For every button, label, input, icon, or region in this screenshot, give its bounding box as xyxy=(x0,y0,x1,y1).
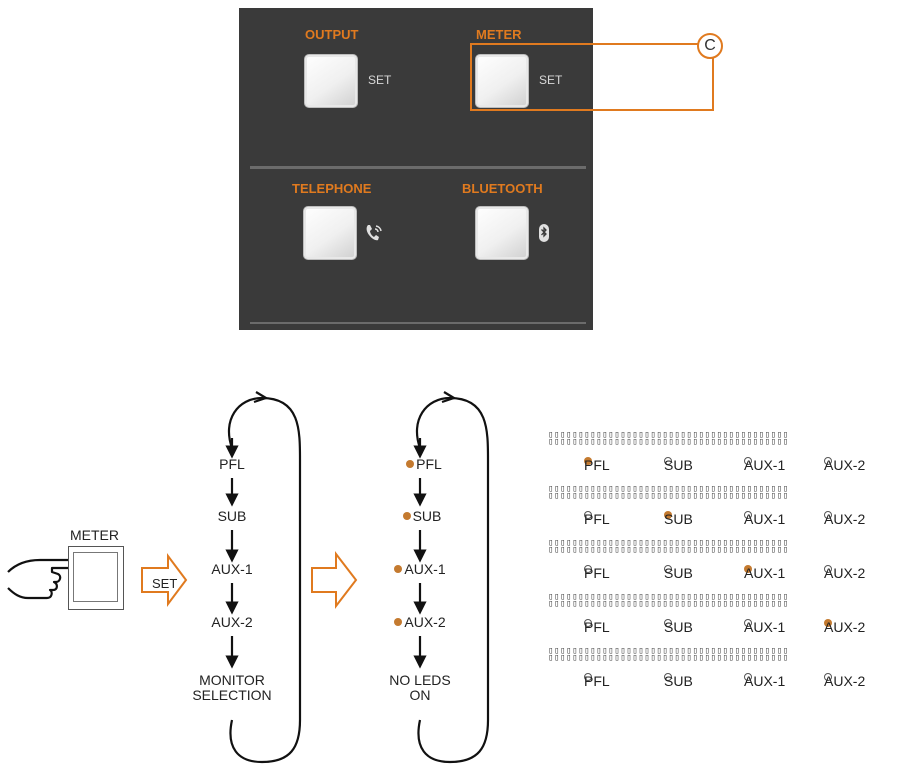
led-seq-label: SUB xyxy=(412,508,442,524)
callout-c: C xyxy=(697,33,723,59)
led-label-text: SUB xyxy=(664,457,693,473)
led-off-icon xyxy=(824,511,832,519)
seq-aux2: AUX-2 xyxy=(211,614,253,630)
led-label-text: SUB xyxy=(664,619,693,635)
led-off-icon xyxy=(664,565,672,573)
led-off-icon xyxy=(824,457,832,465)
led-label-text: AUX-2 xyxy=(824,565,866,581)
seq-aux1: AUX-1 xyxy=(211,561,253,577)
seq-sub: SUB xyxy=(217,508,247,524)
output-button[interactable] xyxy=(305,55,357,107)
meter-label: METER xyxy=(476,27,522,42)
bluetooth-icon xyxy=(539,224,549,242)
led-label-text: AUX-2 xyxy=(824,511,866,527)
meter-set-text: SET xyxy=(539,73,563,87)
led-row-labels: PFL SUB AUX-1 AUX-2 xyxy=(584,511,914,527)
led-label-text: AUX-1 xyxy=(744,457,786,473)
led-seq-aux1: AUX-1 xyxy=(380,562,460,577)
phone-icon xyxy=(366,225,382,241)
led-label-text: AUX-1 xyxy=(744,565,786,581)
seq-monitor-selection: MONITOR SELECTION xyxy=(182,673,282,703)
led-seq-label: PFL xyxy=(416,456,442,472)
led-seq-no-leds: NO LEDS ON xyxy=(370,673,470,703)
led-off-icon xyxy=(584,619,592,627)
bluetooth-label: BLUETOOTH xyxy=(462,181,543,196)
output-label: OUTPUT xyxy=(305,27,359,42)
seq-end-line-1: MONITOR xyxy=(199,672,265,688)
led-on-icon xyxy=(394,618,403,626)
telephone-label: TELEPHONE xyxy=(292,181,372,196)
led-label-text: AUX-2 xyxy=(824,673,866,689)
led-seq-sub: SUB xyxy=(382,509,462,524)
led-label-text: PFL xyxy=(584,619,610,635)
led-label-text: PFL xyxy=(584,511,610,527)
led-row-labels: PFL SUB AUX-1 AUX-2 xyxy=(584,565,914,581)
led-label-text: SUB xyxy=(664,511,693,527)
led-label-text: PFL xyxy=(584,457,610,473)
led-bar-segments: ▯▯▯▯▯▯▯▯▯▯▯▯▯▯▯▯▯▯▯▯▯▯▯▯▯▯▯▯▯▯▯▯▯▯▯▯▯▯▯▯… xyxy=(548,430,789,447)
led-off-icon xyxy=(824,673,832,681)
led-off-icon xyxy=(664,673,672,681)
led-row-labels: PFL SUB AUX-1 AUX-2 xyxy=(584,673,914,689)
led-off-icon xyxy=(664,619,672,627)
led-bar-segments: ▯▯▯▯▯▯▯▯▯▯▯▯▯▯▯▯▯▯▯▯▯▯▯▯▯▯▯▯▯▯▯▯▯▯▯▯▯▯▯▯… xyxy=(548,484,789,501)
seq-end-line-2: SELECTION xyxy=(192,687,272,703)
led-row-labels: PFL SUB AUX-1 AUX-2 xyxy=(584,457,914,473)
meter-key-face xyxy=(73,552,118,602)
led-off-icon xyxy=(584,511,592,519)
led-off-icon xyxy=(744,511,752,519)
led-on-icon xyxy=(584,457,592,465)
led-label-text: AUX-1 xyxy=(744,511,786,527)
next-arrow xyxy=(311,551,358,609)
meter-button[interactable] xyxy=(476,55,528,107)
meter-callout-box xyxy=(470,43,714,111)
set-arrow-label: SET xyxy=(152,576,178,591)
led-on-icon xyxy=(406,460,415,468)
set-arrow xyxy=(141,553,188,607)
led-off-icon xyxy=(744,673,752,681)
led-seq-aux2: AUX-2 xyxy=(380,615,460,630)
led-row-labels: PFL SUB AUX-1 AUX-2 xyxy=(584,619,914,635)
meter-key-label: METER xyxy=(70,527,119,543)
seq-pfl: PFL xyxy=(219,456,245,472)
led-on-icon xyxy=(824,619,832,627)
led-off-icon xyxy=(824,565,832,573)
led-bar-segments: ▯▯▯▯▯▯▯▯▯▯▯▯▯▯▯▯▯▯▯▯▯▯▯▯▯▯▯▯▯▯▯▯▯▯▯▯▯▯▯▯… xyxy=(548,592,789,609)
bluetooth-button[interactable] xyxy=(476,207,528,259)
led-on-icon xyxy=(664,511,672,519)
control-panel xyxy=(239,8,593,330)
led-off-icon xyxy=(664,457,672,465)
led-label-text: AUX-1 xyxy=(744,619,786,635)
led-off-icon xyxy=(584,565,592,573)
led-seq-label: AUX-1 xyxy=(404,561,446,577)
led-bar-segments: ▯▯▯▯▯▯▯▯▯▯▯▯▯▯▯▯▯▯▯▯▯▯▯▯▯▯▯▯▯▯▯▯▯▯▯▯▯▯▯▯… xyxy=(548,538,789,555)
led-label-text: SUB xyxy=(664,565,693,581)
led-label-text: AUX-2 xyxy=(824,619,866,635)
output-set-text: SET xyxy=(368,73,392,87)
led-label-text: PFL xyxy=(584,565,610,581)
led-end-line-2: ON xyxy=(409,687,431,703)
panel-divider xyxy=(250,166,586,169)
led-label-text: AUX-1 xyxy=(744,673,786,689)
led-off-icon xyxy=(744,619,752,627)
led-on-icon xyxy=(394,565,403,573)
led-bar-segments: ▯▯▯▯▯▯▯▯▯▯▯▯▯▯▯▯▯▯▯▯▯▯▯▯▯▯▯▯▯▯▯▯▯▯▯▯▯▯▯▯… xyxy=(548,646,789,663)
led-seq-label: AUX-2 xyxy=(404,614,446,630)
led-off-icon xyxy=(744,457,752,465)
led-label-text: AUX-2 xyxy=(824,457,866,473)
led-seq-pfl: PFL xyxy=(384,457,464,472)
led-label-text: SUB xyxy=(664,673,693,689)
panel-divider xyxy=(250,322,586,324)
led-on-icon xyxy=(402,512,411,520)
led-on-icon xyxy=(744,565,752,573)
led-label-text: PFL xyxy=(584,673,610,689)
led-off-icon xyxy=(584,673,592,681)
sequence-loop-1 xyxy=(225,391,302,764)
telephone-button[interactable] xyxy=(304,207,356,259)
sequence-loop-2 xyxy=(413,391,490,764)
led-end-line-1: NO LEDS xyxy=(389,672,451,688)
